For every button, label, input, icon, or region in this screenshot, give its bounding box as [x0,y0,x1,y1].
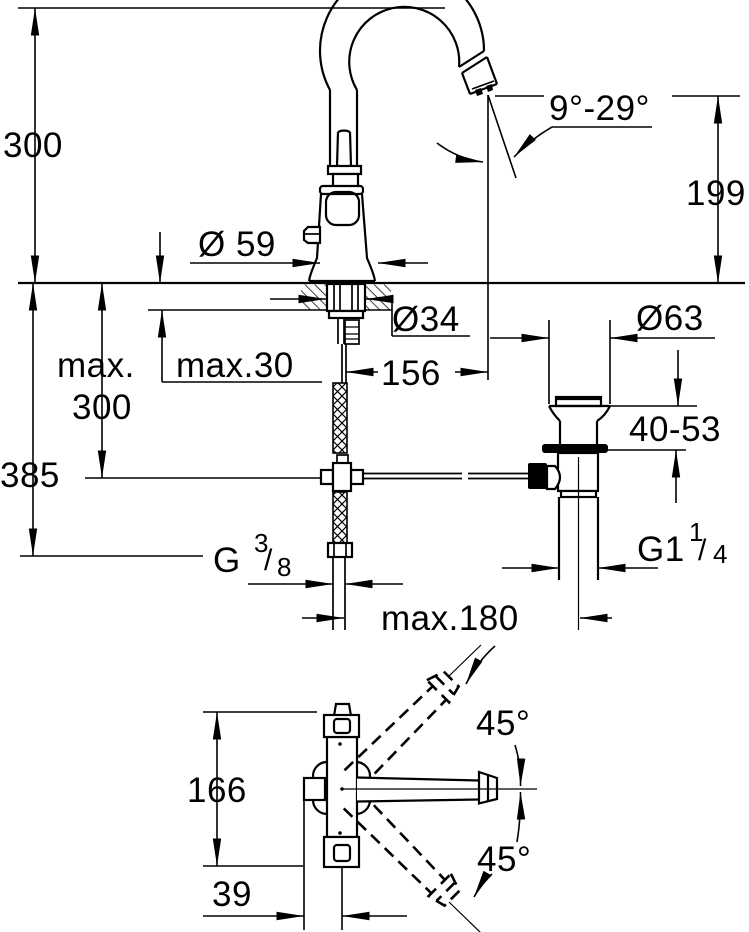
swivel-arc-upper [514,744,526,787]
dim-63-label: Ø63 [636,299,704,338]
spout-outer-curve [318,0,486,91]
waste-flange [548,404,611,444]
counter-section-hatch-right [366,284,391,310]
shank-flange [327,309,365,320]
spout-tip-face-line [471,80,495,90]
swivel-upper-label: 45° [476,704,530,743]
lever-fill [357,772,497,804]
supply-hose-upper [332,382,348,454]
pop-up-rod-lower [341,344,347,383]
pivot-dot [340,787,344,791]
pop-up-rod-upper [337,318,345,344]
spout-tip [460,56,499,96]
dim-39-label: 39 [212,875,252,914]
dim-199-label: 199 [686,174,746,213]
rod-tee-left [319,468,335,486]
angle-leader [513,126,553,158]
horizontal-pop-up-rod [363,472,528,480]
aerator-nubs [475,84,493,96]
spout-angle-label: 9°-29° [549,89,650,128]
dim-g114-num: 1 [689,517,703,547]
dim-4053-label: 40-53 [629,410,721,449]
dim-34-label: Ø34 [392,300,460,339]
dim-g38-num: 3 [254,528,268,558]
dim-g114-g: G1 [637,530,685,569]
rod-tee-right [349,468,365,486]
body-outline [307,193,377,283]
spout-inner-curve [348,5,461,91]
bottom-clamp-bottom-hole [332,843,352,863]
bottom-side-tab [302,776,327,802]
front-view: 9°-29° 300 199 Ø 59 Ø34 max.30 156 Ø63 [0,0,746,638]
supply-hose-nut [326,541,354,559]
bottom-clamp-top-hole [332,717,352,735]
body-front-medallion [324,190,361,227]
waste-gasket [542,444,608,453]
supply-hose-nut-facets [333,543,347,557]
lever-collar [326,164,363,176]
bottom-body-slab [325,735,359,839]
dim-59-label: Ø 59 [198,225,276,264]
dim-max300-word: max. [57,346,135,385]
body-side-tab [302,225,322,245]
swivel-upper-arrow [465,645,496,685]
waste-flange-extension-lines [548,320,611,404]
screw-dot-top [338,742,342,746]
waste-rod-knob [528,463,547,489]
dim-166-references [203,711,317,867]
dim-g114-den: 4 [713,539,727,569]
dim-g38-slash: / [264,544,273,577]
dim-max30-label: max.30 [176,346,294,385]
mounting-nut [325,282,367,313]
dim-max300-value: 300 [72,388,132,427]
swivel-arc-lower [516,791,526,843]
dim-300-label: 300 [3,126,63,165]
bottom-view: 45° 45° 166 39 [187,644,537,932]
hose-connector-bands [345,326,359,340]
counter-section-hatch-left [301,284,326,310]
lever-stick [335,129,353,167]
dim-166-label: 166 [187,771,247,810]
supply-hose-end-tube [332,557,346,630]
mounting-nut-threads [333,285,359,310]
dim-385-label: 385 [0,456,60,495]
dim-156-label: 156 [381,354,441,393]
spout-aerator-band [458,50,488,74]
dim-max180-label: max.180 [381,599,519,638]
supply-hose-lower [332,491,348,544]
screw-dot-bottom [338,831,342,835]
waste-rod-socket [545,464,562,491]
swivel-lower-arrow [473,870,493,898]
dim-g114-slash: / [698,534,707,567]
lever-extension-lines [448,644,482,932]
rod-coupler [331,461,353,493]
dim-g38-g: G [213,541,241,580]
hose-connector [344,319,360,345]
swivel-lower-label: 45° [477,840,531,879]
stream-angle-line [487,94,517,179]
dim-g38-den: 8 [277,552,291,582]
dim-34-leader [391,299,470,337]
angle-arc-left [436,142,484,163]
